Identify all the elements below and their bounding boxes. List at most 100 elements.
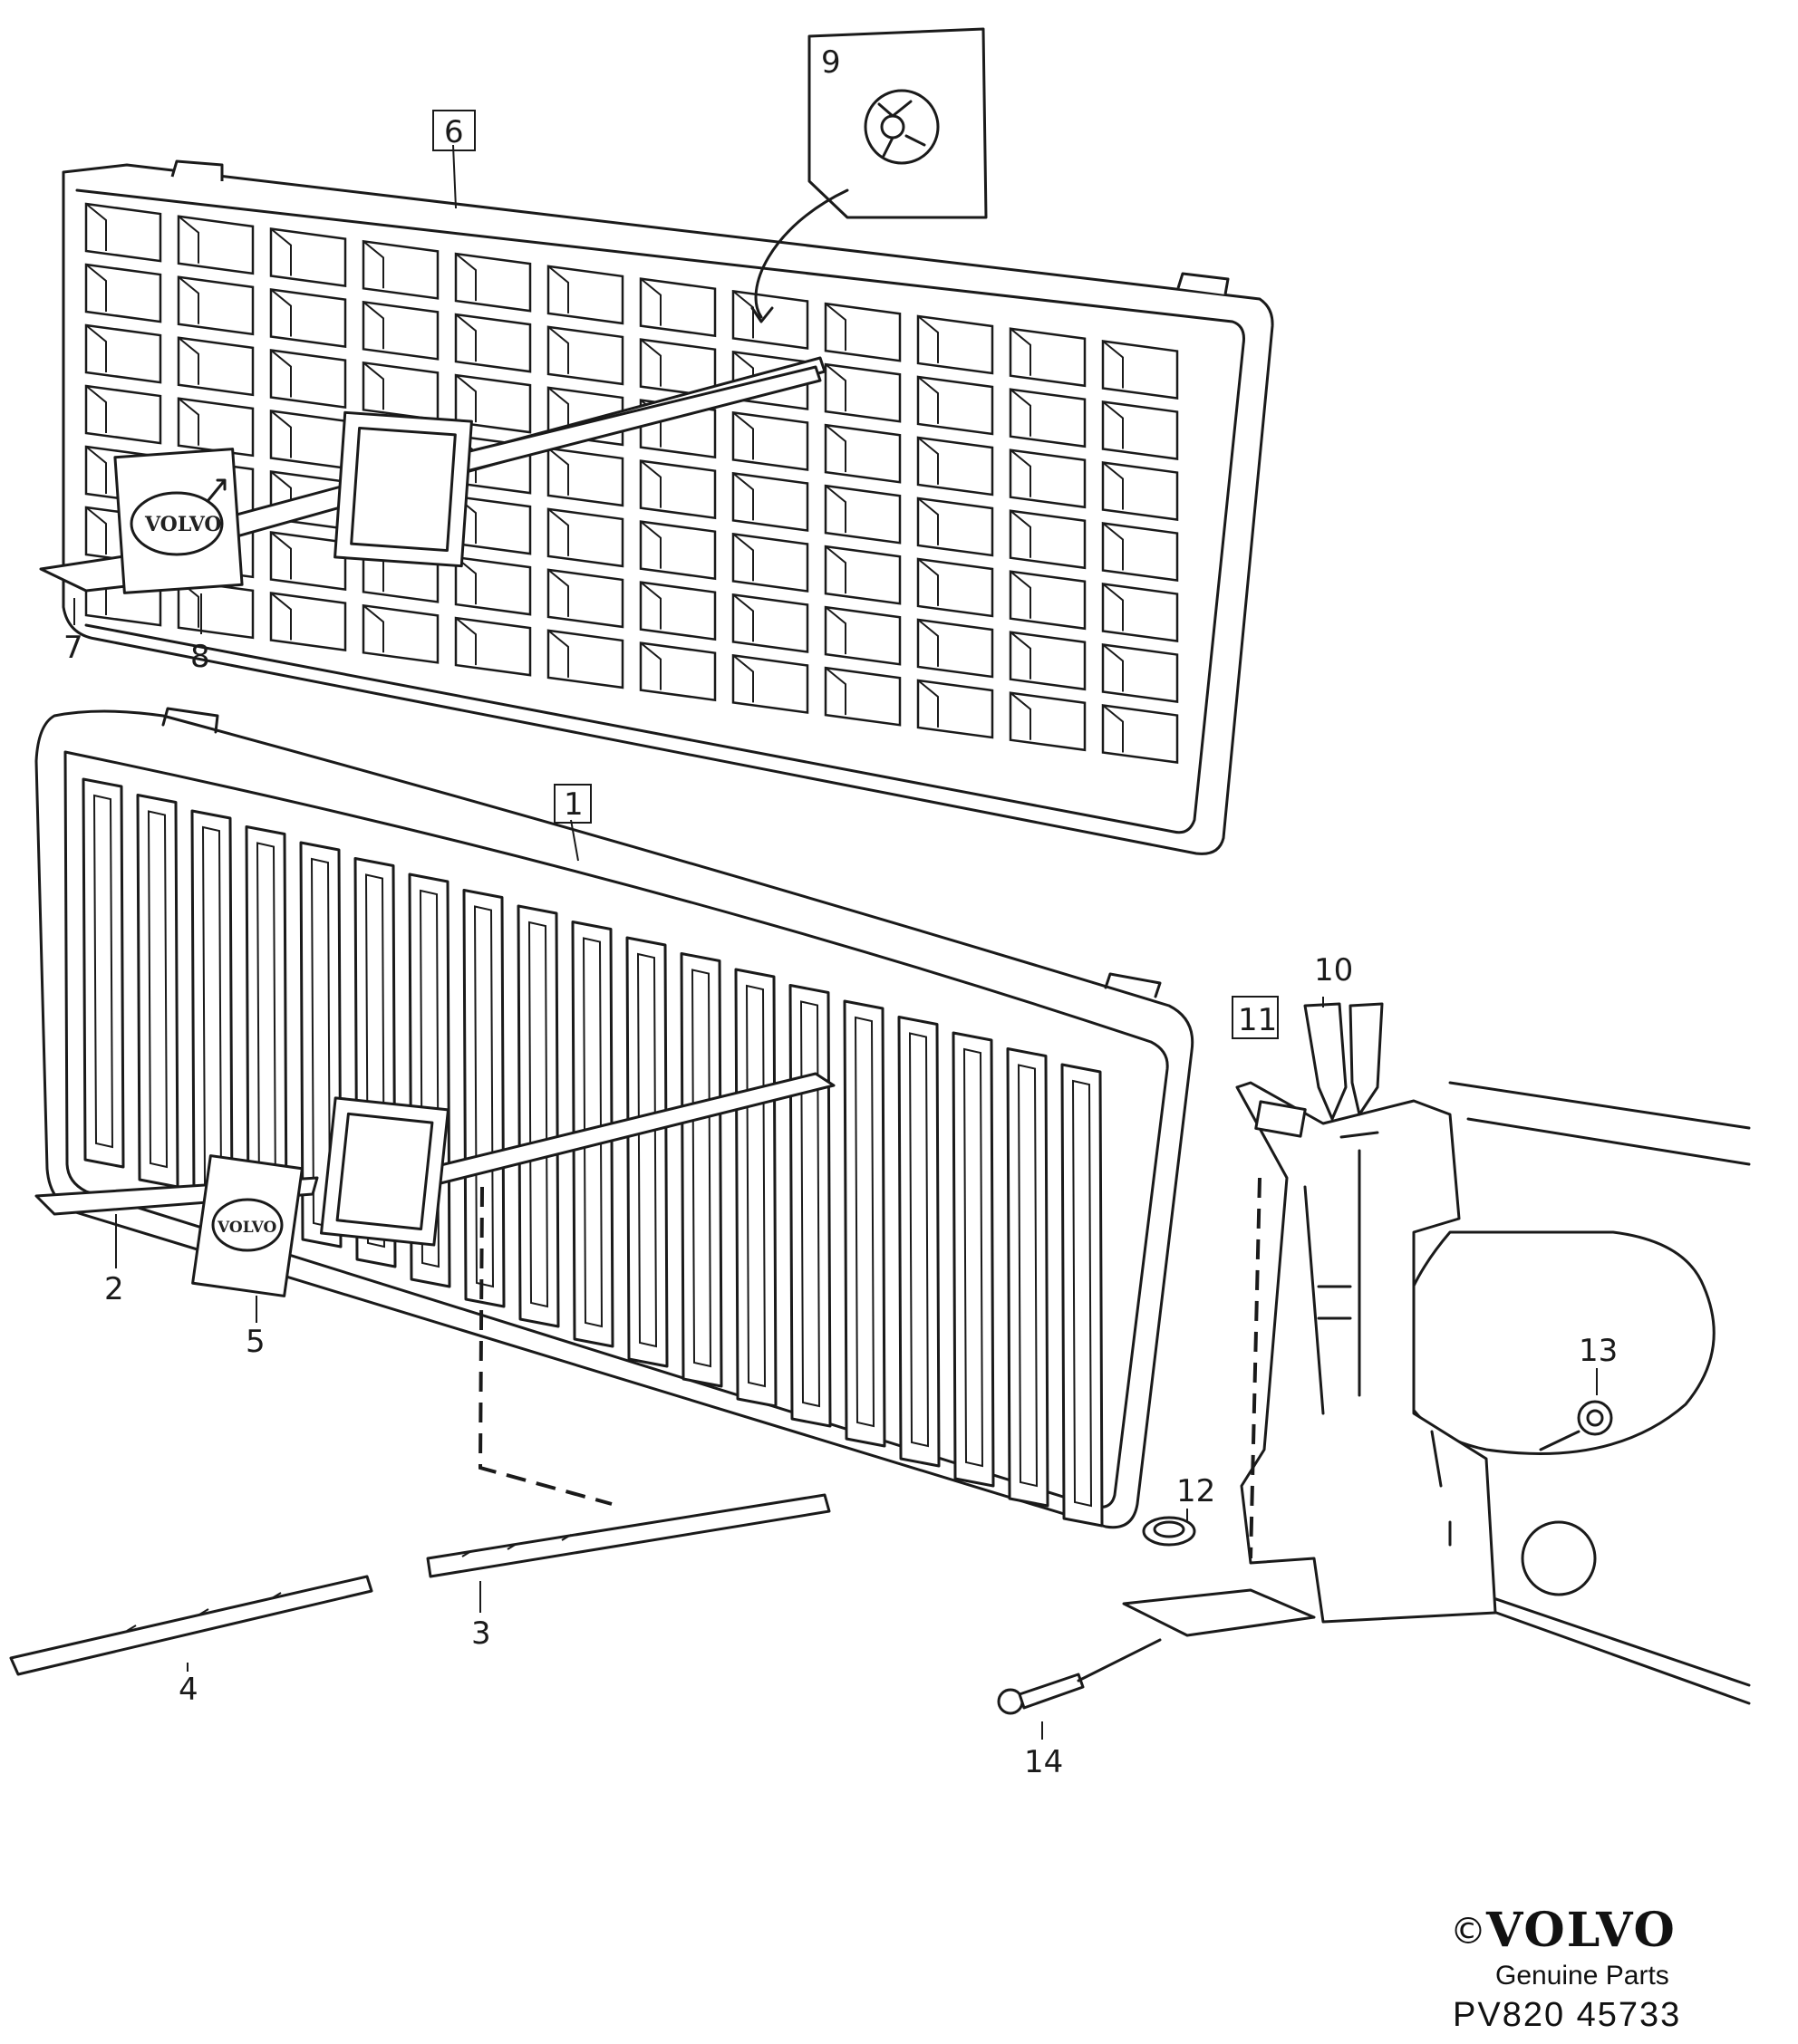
grille-slat-inner [636, 952, 658, 1348]
grille-slat [1006, 1047, 1049, 1508]
grille-cell-shade [917, 680, 939, 728]
grille-cell-shade [85, 506, 107, 554]
grille-slat-inner [582, 937, 604, 1328]
grille-cell-shade [362, 604, 384, 653]
grille-cell-shade [640, 520, 662, 569]
grille-cell-shade [270, 410, 292, 458]
footer-branding: © VOLVO Genuine Parts PV820 45733 [1450, 1903, 1681, 2034]
grille-cell-shade [547, 569, 569, 617]
grille-slat-inner [799, 1000, 821, 1408]
grille-slat [136, 794, 179, 1189]
callout-13-label: 13 [1579, 1333, 1618, 1369]
grille-cell-shade [640, 459, 662, 508]
bracket-assembly [997, 1002, 1751, 1715]
grille-cell-shade [1010, 631, 1031, 680]
clip-detail-box [750, 27, 988, 323]
grille-cell-shade [917, 497, 939, 545]
grille-cell-shade [270, 349, 292, 398]
copyright-symbol: © [1450, 1911, 1486, 1952]
grille-slat [625, 936, 669, 1368]
callout-11: 11 [1232, 996, 1279, 1039]
grille-cell-shade [917, 376, 939, 424]
grille-slat [517, 904, 560, 1328]
grille-cell-shade [547, 448, 569, 496]
grille-cell-shade [1102, 522, 1124, 571]
callout-12-label: 12 [1176, 1473, 1215, 1509]
grille-slat-inner [854, 1016, 875, 1428]
grille-cell-shade [85, 203, 107, 251]
callout-9-label: 9 [821, 44, 841, 81]
grille-cell-shade [825, 606, 846, 655]
grille-cell-shade [732, 654, 754, 703]
callout-1-label: 1 [564, 786, 584, 823]
grille-cell-shade [825, 485, 846, 534]
callout-labels: 1 2 3 4 5 6 7 8 9 10 11 12 13 14 [63, 44, 1618, 1780]
grille-cell-shade [178, 336, 199, 385]
grille-slat [190, 809, 234, 1209]
callout-8-label: 8 [190, 639, 210, 675]
grille-cell-shade [732, 533, 754, 582]
grille-cell-shade [640, 277, 662, 326]
grille-slat-inner [1071, 1079, 1093, 1508]
emblem-upper-text: VOLVO [144, 513, 222, 536]
emblem-upper: VOLVO [113, 448, 244, 594]
part-code: PV820 45733 [1453, 1996, 1681, 2034]
grille-cell-shade [1102, 704, 1124, 753]
grille-slat [897, 1016, 941, 1468]
leader-lines [73, 144, 1598, 1740]
callout-5-label: 5 [246, 1324, 266, 1360]
trim-strip-4 [9, 1575, 373, 1676]
grille-cell-shade [640, 581, 662, 630]
grille-cell-shade [1010, 327, 1031, 376]
grille-slat-inner [745, 984, 767, 1388]
grille-cell-shade [917, 315, 939, 363]
grille-slat [1060, 1063, 1104, 1528]
grille-slat-inner [908, 1032, 930, 1448]
grille-slat [462, 889, 506, 1308]
grille-cell-shade [547, 326, 569, 374]
grille-slat [734, 968, 778, 1408]
grille-cell-shade [917, 558, 939, 606]
grille-cell-shade [362, 240, 384, 289]
emblem-lower: VOLVO [191, 1154, 304, 1297]
grille-cell-shade [362, 301, 384, 350]
grille-slat [788, 984, 832, 1428]
grille-cell-shade [1102, 583, 1124, 632]
grille-cell-shade [178, 397, 199, 446]
grille-cell-shade [825, 545, 846, 594]
callout-10-label: 10 [1314, 952, 1353, 988]
grille-cell-shade [455, 374, 477, 423]
grille-cell-shade [640, 641, 662, 690]
grille-cell-shade [85, 264, 107, 312]
grille-cell-shade [455, 617, 477, 666]
callout-11-label: 11 [1238, 1002, 1277, 1038]
grille-cell-shade [640, 338, 662, 387]
grille-cell-shade [1010, 388, 1031, 437]
grille-cell-shade [1102, 400, 1124, 449]
grille-cell-shade [547, 265, 569, 313]
grille-cell-shade [825, 667, 846, 716]
callout-6: 6 [432, 110, 476, 151]
grille-slat [82, 777, 125, 1169]
grille-cell-shade [732, 472, 754, 521]
callout-14-label: 14 [1024, 1744, 1063, 1780]
grille-cell-shade [1102, 461, 1124, 510]
grille-cell-shade [1010, 691, 1031, 740]
grille-cell-shade [547, 508, 569, 556]
grille-cell-shade [732, 411, 754, 460]
grille-cell-shade [1010, 509, 1031, 558]
grille-cell-shade [1010, 448, 1031, 497]
grille-slat-inner [691, 969, 712, 1368]
grille-cell-shade [178, 275, 199, 324]
grille-cell-shade [270, 592, 292, 641]
grille-slat-inner [147, 810, 169, 1169]
grille-cell-shade [917, 437, 939, 485]
grille-cell-shade [362, 362, 384, 410]
grille-cell-shade [178, 215, 199, 264]
lower-grille [34, 707, 1194, 1529]
grille-slat [843, 999, 886, 1448]
grille-cell-shade [270, 531, 292, 580]
grille-cell-shade [85, 446, 107, 494]
grille-cell-shade [270, 288, 292, 337]
